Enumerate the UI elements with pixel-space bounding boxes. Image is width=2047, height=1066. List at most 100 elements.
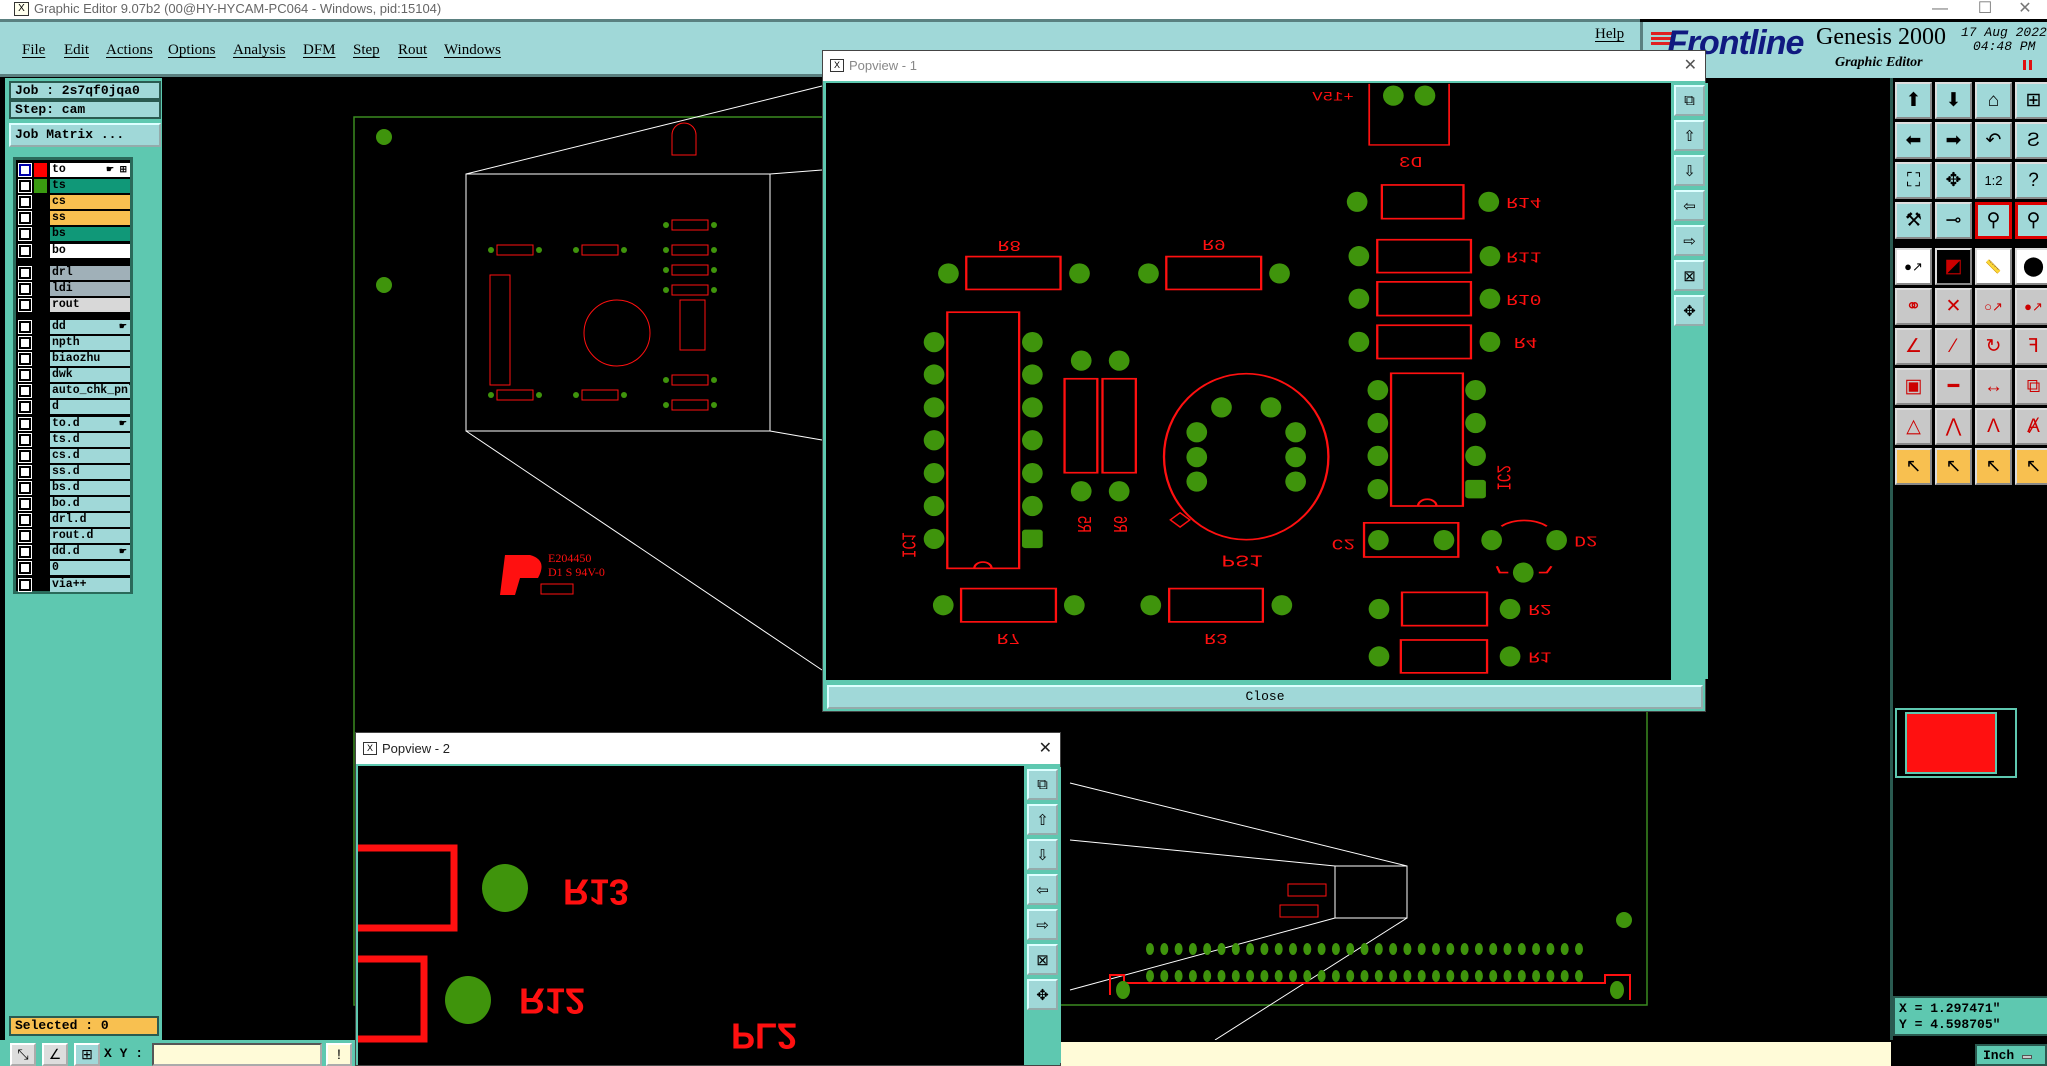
feature-move-icon[interactable]: ●↗ <box>1895 248 1932 285</box>
grid-icon[interactable]: ⊞ <box>74 1043 100 1066</box>
zoom-center-icon[interactable]: ✥ <box>1935 162 1972 199</box>
line-draw-icon[interactable]: ⁄ <box>1935 328 1972 365</box>
layer-checkbox[interactable] <box>18 480 32 495</box>
layer-row-ts-d[interactable]: ts.d <box>16 432 130 447</box>
popview-1-pan-right-icon[interactable]: ⇨ <box>1674 225 1705 256</box>
popview-1-pan-down-icon[interactable]: ⇩ <box>1674 155 1705 186</box>
popview-2-pan-down-icon[interactable]: ⇩ <box>1027 839 1058 870</box>
layer-row-d[interactable]: d <box>16 400 130 415</box>
layer-checkbox[interactable] <box>18 400 32 415</box>
layer-color-swatch[interactable] <box>34 179 47 194</box>
layer-row-cs[interactable]: cs <box>16 195 130 210</box>
layer-row-ss-d[interactable]: ss.d <box>16 464 130 479</box>
layer-row-dwk[interactable]: dwk <box>16 368 130 383</box>
layer-row-cs-d[interactable]: cs.d <box>16 448 130 463</box>
layer-checkbox[interactable] <box>18 163 32 177</box>
layer-row-to-d[interactable]: to.d☛ <box>16 416 130 431</box>
menu-file[interactable]: File <box>22 42 46 58</box>
layer-row-rout[interactable]: rout <box>16 297 130 312</box>
menu-rout[interactable]: Rout <box>398 42 428 58</box>
layer-name[interactable]: dd☛ <box>50 319 130 334</box>
split-line-icon[interactable]: ━ <box>1935 368 1972 405</box>
layer-name[interactable]: auto_chk_pnl <box>50 384 130 399</box>
select-box-icon[interactable]: ↖ <box>1935 448 1972 485</box>
layer-row-bo[interactable]: bo <box>16 243 130 258</box>
layer-name[interactable]: ss <box>50 211 130 226</box>
layer-checkbox[interactable] <box>18 432 32 447</box>
layer-checkbox[interactable] <box>18 227 32 242</box>
triangle-icon[interactable]: △ <box>1895 408 1932 445</box>
popview-2-close-icon[interactable]: ✕ <box>1038 740 1052 757</box>
layer-name[interactable]: bs.d <box>50 480 130 495</box>
popview-1-pan-up-icon[interactable]: ⇧ <box>1674 120 1705 151</box>
pause-icon[interactable] <box>2023 60 2032 70</box>
layer-row-bs-d[interactable]: bs.d <box>16 480 130 495</box>
zoom-fit-icon[interactable]: ⛶ <box>1895 162 1932 199</box>
layer-name[interactable]: ldi <box>50 281 130 296</box>
move-pad-2-icon[interactable]: ●↗ <box>2015 288 2047 325</box>
netlist-2-icon[interactable]: ⚲ <box>2015 202 2047 239</box>
popview-1-close-icon[interactable]: ✕ <box>1683 57 1697 74</box>
popview-2-zoom-window-icon[interactable]: ⧉ <box>1027 769 1058 800</box>
select-net-icon[interactable]: ↖ <box>2015 448 2047 485</box>
layer-row-dd-d[interactable]: dd.d☛ <box>16 545 130 560</box>
layer-checkbox[interactable] <box>18 179 32 194</box>
layer-checkbox[interactable] <box>18 265 32 280</box>
popview-2-pan-right-icon[interactable]: ⇨ <box>1027 909 1058 940</box>
layer-name[interactable]: ts <box>50 179 130 194</box>
layer-checkbox[interactable] <box>18 319 32 334</box>
measure-angle-icon[interactable]: ∠ <box>42 1043 68 1066</box>
dimension-icon[interactable]: ↔ <box>1975 368 2012 405</box>
layer-name[interactable]: biaozhu <box>50 352 130 367</box>
undo-view-icon[interactable]: ↶ <box>1975 122 2012 159</box>
layer-row-drl-d[interactable]: drl.d <box>16 513 130 528</box>
layer-checkbox[interactable] <box>18 352 32 367</box>
popview-1-zoom-out-icon[interactable]: ✥ <box>1674 295 1705 326</box>
menu-analysis[interactable]: Analysis <box>233 42 286 58</box>
layer-checkbox[interactable] <box>18 384 32 399</box>
popview-2-zoom-in-icon[interactable]: ⊠ <box>1027 944 1058 975</box>
layer-name[interactable]: 0 <box>50 561 130 576</box>
layer-row-dd[interactable]: dd☛ <box>16 319 130 334</box>
layer-checkbox[interactable] <box>18 561 32 576</box>
layer-row-ss[interactable]: ss <box>16 211 130 226</box>
mirror-icon[interactable]: ꟻ <box>2015 328 2047 365</box>
xy-input[interactable] <box>152 1043 322 1066</box>
layer-name[interactable]: bs <box>50 227 130 242</box>
ruler-icon[interactable]: 📏 <box>1975 248 2012 285</box>
view-region-marker[interactable] <box>1905 712 1997 774</box>
pad-select-icon[interactable]: ⬤ <box>2015 248 2047 285</box>
layer-row-ts[interactable]: ts <box>16 179 130 194</box>
menu-dfm[interactable]: DFM <box>303 42 336 58</box>
layer-name[interactable]: via++ <box>50 577 130 592</box>
layer-name[interactable]: cs <box>50 195 130 210</box>
popview-1-zoom-in-icon[interactable]: ⊠ <box>1674 260 1705 291</box>
popview-2-pan-left-icon[interactable]: ⇦ <box>1027 874 1058 905</box>
layer-color-swatch[interactable] <box>34 163 47 177</box>
layer-checkbox[interactable] <box>18 195 32 210</box>
connect-pads-icon[interactable]: ⚭ <box>1895 288 1932 325</box>
layer-checkbox[interactable] <box>18 297 32 312</box>
move-pad-1-icon[interactable]: ○↗ <box>1975 288 2012 325</box>
home-icon[interactable]: ⌂ <box>1975 82 2012 119</box>
layer-checkbox[interactable] <box>18 281 32 296</box>
menu-help[interactable]: Help <box>1595 26 1625 42</box>
layer-checkbox[interactable] <box>18 243 32 258</box>
maximize-button[interactable]: ☐ <box>1977 0 1993 17</box>
layer-name[interactable]: bo.d <box>50 497 130 511</box>
layer-checkbox[interactable] <box>18 497 32 511</box>
netlist-1-icon[interactable]: ⚲ <box>1975 202 2012 239</box>
layer-name[interactable]: to.d☛ <box>50 416 130 431</box>
layer-name[interactable]: bo <box>50 243 130 258</box>
layer-checkbox[interactable] <box>18 368 32 383</box>
layer-row-npth[interactable]: npth <box>16 336 130 350</box>
popview-1-zoom-window-icon[interactable]: ⧉ <box>1674 85 1705 116</box>
tools-palette-icon[interactable]: ⚒ <box>1895 202 1932 239</box>
arc-icon[interactable]: ↻ <box>1975 328 2012 365</box>
menu-windows[interactable]: Windows <box>444 42 501 58</box>
layer-name[interactable]: ss.d <box>50 464 130 479</box>
layer-checkbox[interactable] <box>18 545 32 560</box>
minimize-button[interactable]: — <box>1932 0 1948 17</box>
